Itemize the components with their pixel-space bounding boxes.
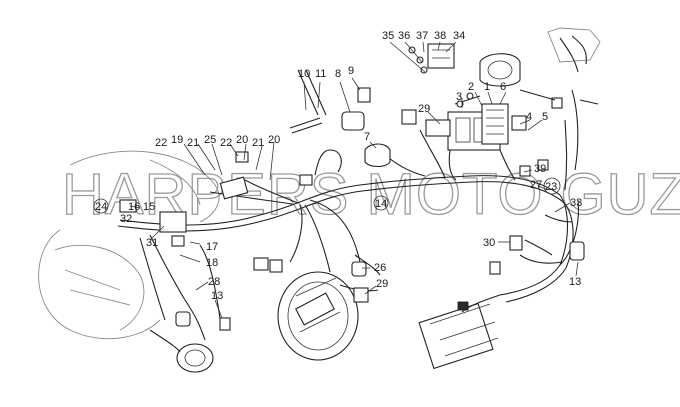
callout-3: 3 [456,91,462,103]
battery [418,301,499,370]
callout-38: 38 [434,30,446,42]
callout-23: 23 [545,181,557,193]
callout-14-circle [373,195,389,211]
leader-lines [129,41,579,319]
callout-30: 30 [483,237,495,249]
callout-22-right: 22 [220,137,232,149]
callout-20: 20 [268,134,280,146]
callout-13-left: 13 [211,290,223,302]
callout-11: 11 [315,68,326,80]
callout-31: 31 [146,237,158,249]
callout-24: 24 [95,201,107,213]
callout-21-right: 21 [252,137,264,149]
callout-17: 17 [206,241,218,253]
callout-5: 5 [542,111,548,123]
callout-10: 10 [298,68,310,80]
callout-39: 39 [534,163,546,175]
callout-35: 35 [382,30,394,42]
callout-14: 14 [375,198,387,210]
callout-29-top: 29 [418,103,430,115]
callout-6: 6 [500,81,506,93]
callout-28: 28 [208,276,220,288]
fuse-box [447,103,509,151]
callout-16: 16 [128,201,140,213]
callout-9: 9 [348,65,354,77]
callout-4: 4 [526,111,532,123]
callout-33: 33 [570,197,582,209]
ignition-switch-mount [547,27,601,73]
callout-8: 8 [335,68,341,80]
callout-labels: 34 35 36 37 38 10 11 8 9 7 2 1 6 3 29 4 … [93,30,582,302]
callout-32: 32 [120,213,132,225]
callout-19-left: 19 [171,134,183,146]
callout-15: 15 [143,201,155,213]
callout-7: 7 [364,131,370,143]
callout-1: 1 [484,81,490,93]
callout-21-left: 21 [187,137,199,149]
callout-24-circle [93,198,109,214]
callout-34: 34 [453,30,465,42]
callout-37: 37 [416,30,428,42]
callout-19-right: 20 [236,134,248,146]
speedometer-housing [479,53,521,87]
front-fender-outline [38,150,220,340]
connectors [119,46,599,331]
callout-18: 18 [206,257,218,269]
headlamp-bulb [149,329,214,373]
watermark-text: HARPERS MOTO GUZZI© [62,162,680,227]
callout-22-left: 22 [155,137,167,149]
callout-25: 25 [204,134,216,146]
callout-29-bottom: 29 [376,278,388,290]
callout-36: 36 [398,30,410,42]
alternator-cover [277,271,359,361]
callout-23-circle [543,177,561,195]
callout-27: 27 [530,179,542,191]
callout-13-right: 13 [569,276,581,288]
callout-26: 26 [374,262,386,274]
callout-2: 2 [468,81,474,93]
